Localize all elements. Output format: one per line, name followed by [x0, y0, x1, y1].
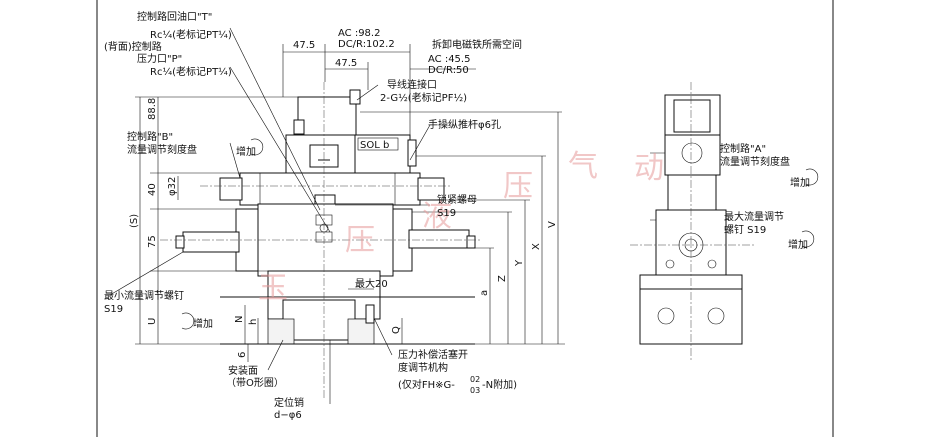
dimension-texts: 47.5 47.5 88.8 40 φ32 75 (S) U N h 6 a Z… [129, 40, 558, 358]
front-view [160, 82, 480, 400]
svg-text:玉: 玉 [258, 271, 288, 306]
locating-pin-title: 定位销 [274, 396, 304, 409]
dim-y: Y [514, 259, 525, 267]
increase-label-4: 增加 [788, 238, 808, 251]
svg-text:动: 动 [634, 151, 664, 186]
increase-label-1: 增加 [236, 145, 256, 158]
max-flow-title: 最大流量调节 [724, 210, 784, 223]
port-t-spec: Rc¼(老标记PT¼) [150, 28, 232, 41]
comp-frac-bot: 03 [470, 386, 480, 395]
dim-v: V [547, 221, 558, 228]
comp-frac-top: 02 [470, 375, 480, 384]
max20-label: 最大20 [355, 277, 388, 290]
svg-text:压: 压 [345, 223, 375, 258]
dim-s: (S) [129, 214, 140, 228]
comp-mechanism: 度调节机构 [398, 361, 448, 374]
max-flow-size: 螺钉 S19 [724, 224, 766, 236]
mount-face-title: 安装面 [228, 364, 258, 377]
watermark: 气 动 压 液 压 玉 [258, 149, 664, 306]
front-dimensions [135, 44, 565, 362]
labels: 控制路回油口"T" Rc¼(老标记PT¼) (背面)控制路 压力口"P" Rc¼… [104, 10, 810, 421]
wire-port-title: 导线连接口 [387, 78, 437, 91]
dim-75: 75 [147, 235, 158, 248]
lock-nut-label: 锁紧螺母 [437, 193, 477, 206]
dc-value-2: DC/R:50 [428, 65, 469, 76]
control-b-dial: 流量调节刻度盘 [127, 143, 197, 156]
manual-lever-label: 手操纵推杆φ6孔 [428, 118, 501, 131]
increase-label-2: 增加 [193, 317, 213, 330]
s19-label: S19 [437, 208, 456, 219]
dc-value: DC/R:102.2 [338, 39, 395, 50]
dim-a: a [479, 290, 490, 296]
port-p-spec: Rc¼(老标记PT¼) [150, 65, 232, 78]
dim-x: X [531, 243, 542, 250]
min-flow-size: S19 [104, 304, 123, 315]
dim-88-8: 88.8 [147, 98, 158, 120]
comp-note: (仅对FH※G- [398, 378, 455, 391]
dim-40: 40 [147, 183, 158, 196]
dim-h: h [248, 319, 259, 325]
back-control-label: (背面)控制路 [104, 40, 162, 53]
control-a-title: 控制路"A" [720, 142, 766, 155]
port-t-title: 控制路回油口"T" [137, 10, 212, 23]
svg-text:液: 液 [422, 199, 452, 234]
dim-47-5-top: 47.5 [293, 40, 315, 51]
comp-title: 压力补偿活塞开 [398, 348, 468, 361]
control-a-dial: 流量调节刻度盘 [720, 155, 790, 168]
side-view [630, 82, 755, 360]
dim-n: N [234, 316, 245, 323]
port-p-title: 压力口"P" [137, 52, 182, 65]
mount-face-note: （带O形圈） [226, 377, 284, 389]
locating-pin-spec: d−φ6 [274, 410, 302, 421]
ac-value: AC :98.2 [338, 28, 380, 39]
control-b-title: 控制路"B" [127, 130, 173, 143]
dim-47-5-mid: 47.5 [335, 58, 357, 69]
min-flow-title: 最小流量调节螺钉 [104, 289, 184, 302]
ac-value-2: AC :45.5 [428, 54, 470, 65]
comp-note-end: -N附加) [482, 378, 517, 391]
remove-space-label: 拆卸电磁铁所需空间 [432, 38, 522, 51]
solenoid-top [297, 96, 357, 140]
svg-text:压: 压 [503, 169, 533, 204]
dim-z: Z [497, 275, 508, 282]
wire-port-spec: 2-G½(老标记PF½) [380, 91, 467, 104]
dim-q: Q [391, 326, 402, 334]
dim-u: U [147, 318, 158, 325]
increase-label-3: 增加 [790, 176, 810, 189]
sol-b-label: SOL b [360, 140, 389, 151]
svg-text:气: 气 [568, 149, 598, 184]
dim-phi32: φ32 [167, 177, 178, 196]
dim-6: 6 [237, 352, 248, 358]
